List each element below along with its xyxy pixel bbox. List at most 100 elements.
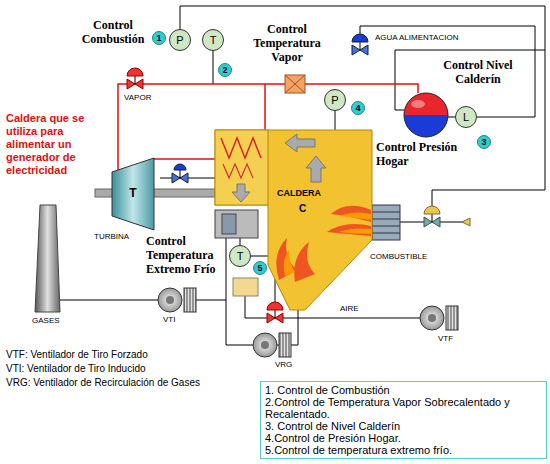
burner — [372, 233, 400, 234]
list-item: 2.Control de Temperatura Vapor Sobrecale… — [265, 396, 542, 420]
steam-line — [118, 84, 418, 170]
steam-drum — [404, 93, 448, 115]
recirculation-fan — [253, 333, 291, 357]
air-heater — [215, 210, 258, 296]
part-label: VTF — [438, 334, 453, 344]
air-valve — [267, 302, 283, 310]
control-wire — [240, 238, 241, 245]
burner — [372, 205, 400, 240]
turbine-outline — [112, 158, 154, 230]
connector — [335, 111, 336, 130]
steam-valve — [135, 76, 136, 84]
turbine: TTURBINA — [112, 158, 154, 230]
instrument-circle: T — [202, 29, 224, 51]
boiler-outline — [276, 238, 297, 280]
instrument-tag: T — [210, 34, 217, 47]
recirculation-fan — [279, 333, 291, 357]
turbine-outline — [112, 158, 154, 230]
boiler-outline — [221, 138, 261, 158]
steam-drum — [404, 93, 448, 137]
feedwater-valve — [352, 34, 368, 55]
feedwater-valve — [360, 42, 361, 50]
recirculation-fan — [253, 333, 277, 357]
control-wire — [180, 6, 545, 302]
burner — [372, 212, 400, 213]
instrument-tag: L — [463, 111, 469, 124]
desuperheater — [285, 75, 305, 93]
steam-valve — [127, 68, 143, 89]
steam-drum — [411, 100, 425, 108]
abbreviation-note: VTF: Ventilador de Tiro Forzado — [6, 348, 148, 362]
boiler-outline — [223, 164, 253, 178]
control-wire — [448, 117, 455, 118]
chimney — [35, 205, 60, 312]
part-label: VRG — [275, 360, 292, 370]
boiler-outline — [215, 130, 372, 310]
induced-draft-fan — [184, 288, 196, 312]
steam-line — [264, 84, 266, 132]
forced-draft-fan — [428, 314, 436, 322]
steam-valve — [127, 68, 143, 76]
fuel-valve — [424, 206, 440, 214]
air-heater — [222, 214, 236, 234]
fuel-valve — [424, 206, 470, 227]
instrument-circle: T — [229, 245, 251, 267]
turbine-shaft — [95, 189, 215, 197]
stream-label: VAPOR — [124, 93, 151, 103]
callout-number: 4 — [351, 101, 365, 115]
chimney — [35, 205, 60, 312]
turbine-shaft — [95, 189, 215, 197]
control-wire — [360, 26, 535, 117]
abbreviation-note: VRG: Ventilador de Recirculación de Gase… — [6, 376, 200, 390]
boiler-outline — [215, 130, 268, 205]
reheat-valve — [174, 164, 186, 170]
control-title: Control Temperatura Extremo Frío — [146, 234, 222, 276]
callout-number: 1 — [152, 31, 166, 45]
callout-number: 3 — [477, 135, 491, 149]
desuperheater — [285, 75, 305, 93]
air-heater — [233, 278, 258, 296]
stream-label: AGUA ALIMENTACION — [375, 33, 458, 43]
instrument-circle: P — [169, 29, 191, 51]
control-wire — [180, 6, 545, 206]
instrument-tag: P — [176, 34, 183, 47]
stream-label: COMBUSTIBLE — [370, 252, 427, 262]
process-pipe — [395, 50, 545, 110]
boiler-outline — [339, 228, 371, 234]
boiler-symbol-letter: C — [299, 203, 306, 215]
boiler-outline — [232, 184, 250, 202]
induced-draft-fan — [166, 296, 174, 304]
burner — [372, 226, 400, 227]
forced-draft-fan — [420, 306, 444, 330]
boiler-outline — [294, 242, 315, 282]
instrument-tag: P — [331, 94, 338, 107]
control-title: Control Presión Hogar — [376, 140, 466, 168]
control-title: Control Nivel Calderín — [428, 58, 528, 86]
burner — [372, 219, 400, 220]
fuel-valve — [432, 214, 433, 222]
burner — [372, 205, 400, 240]
part-label: GASES — [32, 316, 60, 326]
boiler: CALDERAC — [215, 130, 372, 310]
control-title: Control Temperatura Vapor — [242, 22, 332, 64]
list-item: 5.Control de temperatura extremo frío. — [265, 444, 542, 456]
boiler-outline — [215, 130, 372, 310]
list-item: 3. Control de Nivel Calderín — [265, 420, 542, 432]
note: Caldera que se utiliza para alimentar un… — [6, 112, 110, 177]
process-pipe — [196, 238, 226, 300]
turbine-symbol-letter: T — [112, 186, 154, 200]
feedwater-valve — [352, 34, 368, 42]
desuperheater — [285, 75, 305, 93]
instrument-tag: T — [237, 250, 244, 263]
steam-drum — [404, 115, 448, 137]
part-label: VTI — [163, 315, 175, 325]
process-pipe — [226, 300, 253, 345]
control-list-box: 1. Control de Combustión2.Control de Tem… — [260, 381, 547, 459]
reheat-valve — [172, 164, 188, 183]
forced-draft-fan — [420, 306, 458, 330]
boiler-outline — [327, 224, 371, 236]
process-pipe — [57, 300, 158, 301]
process-pipe — [57, 50, 545, 345]
turbine-label: TURBINA — [94, 232, 129, 242]
